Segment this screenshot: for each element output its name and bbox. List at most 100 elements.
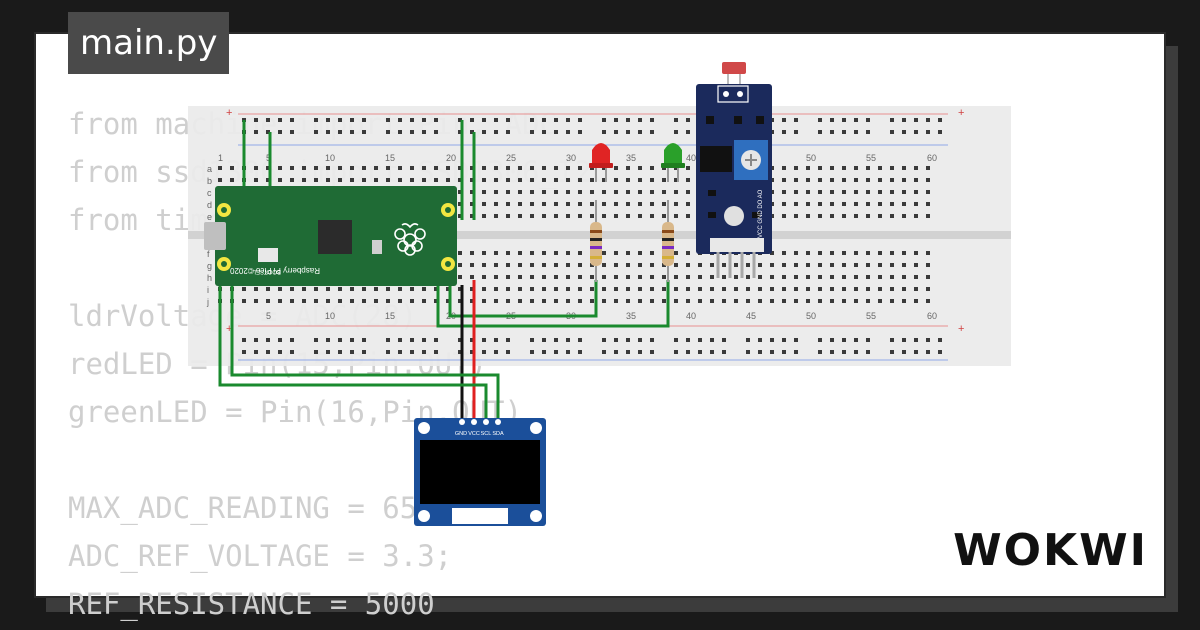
breadboard-hole[interactable] (518, 263, 522, 267)
breadboard-hole[interactable] (818, 214, 822, 218)
breadboard-hole[interactable] (914, 202, 918, 206)
breadboard-hole[interactable] (866, 214, 870, 218)
breadboard-hole[interactable] (590, 287, 594, 291)
breadboard-hole[interactable] (314, 166, 318, 170)
breadboard-hole[interactable] (662, 202, 666, 206)
breadboard-hole[interactable] (710, 263, 714, 267)
breadboard-hole[interactable] (686, 251, 690, 255)
breadboard-hole[interactable] (482, 263, 486, 267)
breadboard-hole[interactable] (878, 275, 882, 279)
breadboard-hole[interactable] (830, 190, 834, 194)
breadboard-hole[interactable] (902, 251, 906, 255)
breadboard-hole[interactable] (398, 166, 402, 170)
breadboard-hole[interactable] (506, 178, 510, 182)
breadboard-hole[interactable] (362, 287, 366, 291)
breadboard-hole[interactable] (842, 275, 846, 279)
breadboard-hole[interactable] (254, 338, 258, 342)
breadboard-hole[interactable] (626, 214, 630, 218)
breadboard-hole[interactable] (458, 350, 462, 354)
breadboard-hole[interactable] (326, 118, 330, 122)
breadboard-hole[interactable] (866, 118, 870, 122)
breadboard-hole[interactable] (902, 350, 906, 354)
breadboard-hole[interactable] (578, 299, 582, 303)
breadboard-hole[interactable] (254, 118, 258, 122)
breadboard-hole[interactable] (506, 118, 510, 122)
breadboard-hole[interactable] (866, 130, 870, 134)
breadboard-hole[interactable] (386, 350, 390, 354)
breadboard-hole[interactable] (746, 287, 750, 291)
breadboard-hole[interactable] (374, 299, 378, 303)
breadboard-hole[interactable] (686, 178, 690, 182)
breadboard-hole[interactable] (686, 166, 690, 170)
breadboard-hole[interactable] (506, 275, 510, 279)
breadboard-hole[interactable] (686, 130, 690, 134)
breadboard-hole[interactable] (398, 350, 402, 354)
breadboard-hole[interactable] (542, 130, 546, 134)
breadboard-hole[interactable] (422, 338, 426, 342)
breadboard-hole[interactable] (290, 350, 294, 354)
breadboard-hole[interactable] (506, 287, 510, 291)
breadboard-hole[interactable] (734, 275, 738, 279)
breadboard-hole[interactable] (818, 287, 822, 291)
breadboard-hole[interactable] (902, 214, 906, 218)
breadboard-hole[interactable] (278, 299, 282, 303)
breadboard-hole[interactable] (782, 263, 786, 267)
breadboard-hole[interactable] (926, 338, 930, 342)
breadboard-hole[interactable] (818, 130, 822, 134)
breadboard-hole[interactable] (638, 275, 642, 279)
breadboard-hole[interactable] (482, 190, 486, 194)
breadboard-hole[interactable] (914, 275, 918, 279)
breadboard-hole[interactable] (794, 299, 798, 303)
breadboard-hole[interactable] (386, 338, 390, 342)
breadboard-hole[interactable] (482, 118, 486, 122)
breadboard-hole[interactable] (530, 251, 534, 255)
breadboard-hole[interactable] (722, 299, 726, 303)
breadboard-hole[interactable] (398, 299, 402, 303)
breadboard-hole[interactable] (578, 166, 582, 170)
breadboard-hole[interactable] (230, 166, 234, 170)
breadboard-hole[interactable] (650, 130, 654, 134)
breadboard-hole[interactable] (362, 350, 366, 354)
breadboard-hole[interactable] (566, 338, 570, 342)
breadboard-hole[interactable] (302, 299, 306, 303)
breadboard-hole[interactable] (254, 166, 258, 170)
breadboard-hole[interactable] (674, 130, 678, 134)
breadboard-hole[interactable] (878, 287, 882, 291)
breadboard-hole[interactable] (302, 166, 306, 170)
breadboard-hole[interactable] (338, 130, 342, 134)
breadboard-hole[interactable] (518, 190, 522, 194)
breadboard-hole[interactable] (458, 190, 462, 194)
breadboard-hole[interactable] (674, 299, 678, 303)
breadboard-hole[interactable] (650, 251, 654, 255)
breadboard-hole[interactable] (566, 190, 570, 194)
breadboard-hole[interactable] (926, 214, 930, 218)
breadboard-hole[interactable] (746, 263, 750, 267)
breadboard-hole[interactable] (386, 118, 390, 122)
breadboard-hole[interactable] (914, 338, 918, 342)
breadboard-hole[interactable] (350, 166, 354, 170)
breadboard-hole[interactable] (722, 338, 726, 342)
breadboard-hole[interactable] (674, 350, 678, 354)
breadboard-hole[interactable] (938, 350, 942, 354)
breadboard-hole[interactable] (314, 130, 318, 134)
breadboard-hole[interactable] (578, 287, 582, 291)
breadboard-hole[interactable] (614, 166, 618, 170)
breadboard-hole[interactable] (854, 202, 858, 206)
breadboard-hole[interactable] (674, 338, 678, 342)
breadboard-hole[interactable] (434, 166, 438, 170)
breadboard-hole[interactable] (434, 350, 438, 354)
breadboard-hole[interactable] (626, 350, 630, 354)
breadboard-hole[interactable] (578, 275, 582, 279)
breadboard-hole[interactable] (350, 350, 354, 354)
breadboard-hole[interactable] (854, 287, 858, 291)
breadboard-hole[interactable] (242, 350, 246, 354)
breadboard-hole[interactable] (254, 178, 258, 182)
breadboard-hole[interactable] (542, 350, 546, 354)
breadboard-hole[interactable] (734, 287, 738, 291)
breadboard-hole[interactable] (362, 166, 366, 170)
breadboard-hole[interactable] (842, 130, 846, 134)
breadboard-hole[interactable] (830, 202, 834, 206)
breadboard-hole[interactable] (794, 214, 798, 218)
breadboard-hole[interactable] (566, 214, 570, 218)
led-green[interactable] (661, 143, 685, 182)
